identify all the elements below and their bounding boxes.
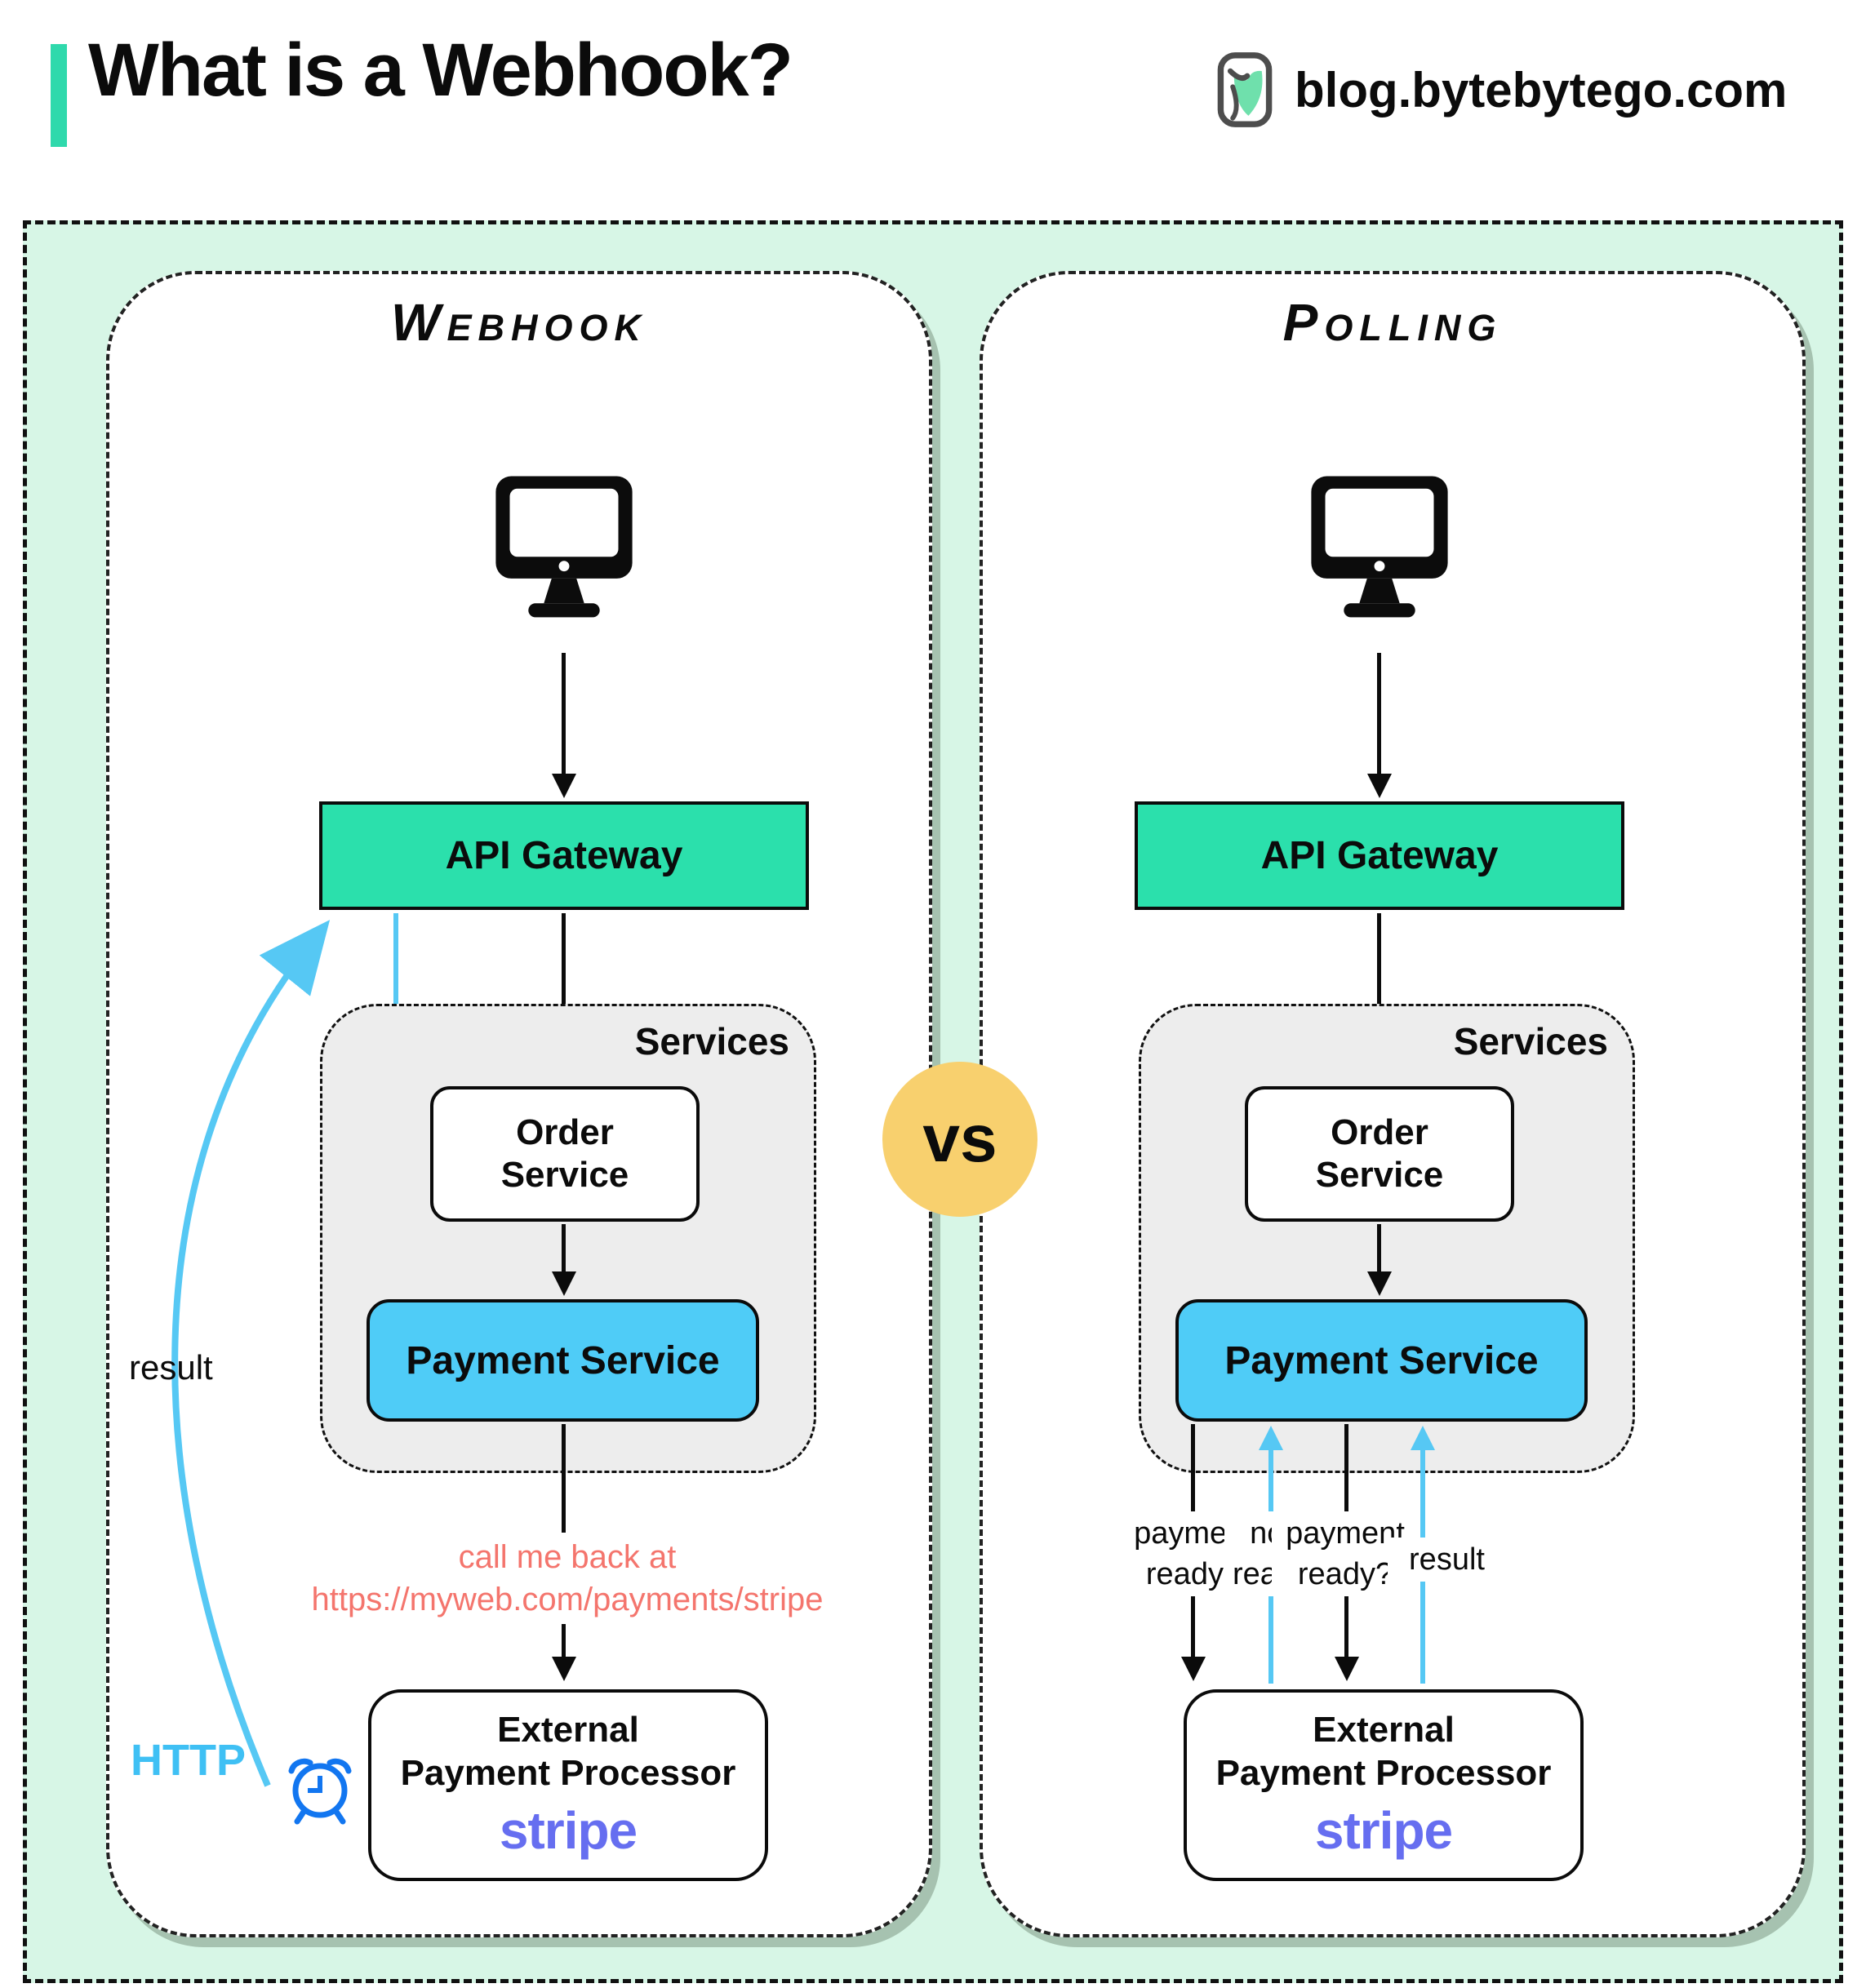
webhook-order-service-box: Order Service — [430, 1086, 700, 1222]
http-label: HTTP — [131, 1736, 246, 1785]
arrowhead-not-ready-response — [1259, 1426, 1283, 1450]
arrowhead-client-to-gateway — [1367, 774, 1392, 798]
payment-ready-label-2-line1: payment — [1286, 1516, 1405, 1551]
alarm-clock-icon — [288, 1758, 352, 1825]
polling-result-label-text: result — [1409, 1542, 1485, 1577]
webhook-services-label: Services — [634, 1020, 789, 1063]
arrow-gateway-to-order — [1377, 913, 1381, 1058]
stripe-logo: stripe — [499, 1801, 638, 1861]
order-service-line1: Order — [516, 1112, 614, 1153]
vs-badge: vs — [882, 1062, 1037, 1217]
order-service-line2: Service — [1315, 1155, 1444, 1195]
site-branding: blog.bytebytego.com — [1215, 47, 1787, 132]
order-service-line1: Order — [1331, 1112, 1428, 1153]
webhook-api-gateway-box: API Gateway — [319, 801, 809, 910]
webhook-payment-service-box: Payment Service — [367, 1299, 759, 1422]
title-accent-bar — [51, 44, 67, 147]
polling-api-gateway-box: API Gateway — [1135, 801, 1624, 910]
arrowhead-payment-ready-query-1 — [1181, 1657, 1206, 1681]
client-monitor-icon — [1311, 476, 1448, 618]
order-service-line2: Service — [500, 1155, 629, 1195]
callback-note-line2: https://myweb.com/payments/stripe — [311, 1582, 824, 1617]
payment-ready-label-2: payment ready? — [1272, 1511, 1419, 1596]
page-title: What is a Webhook? — [88, 29, 793, 112]
vs-badge-label: vs — [922, 1102, 997, 1176]
arrowhead-result-response — [1411, 1426, 1435, 1450]
webhook-panel-title: Webhook — [391, 293, 647, 352]
polling-external-line2: Payment Processor — [1215, 1753, 1552, 1794]
webhook-external-line2: Payment Processor — [400, 1753, 736, 1794]
webhook-result-label: result — [129, 1348, 213, 1387]
webhook-external-line1: External — [497, 1709, 639, 1750]
arrowhead-client-to-gateway — [552, 774, 576, 798]
arrowhead-payment-to-external — [552, 1657, 576, 1681]
webhook-api-gateway-label: API Gateway — [445, 834, 683, 877]
webhook-external-processor-box: External Payment Processor stripe — [368, 1689, 768, 1881]
polling-external-line1: External — [1313, 1709, 1455, 1750]
polling-payment-service-label: Payment Service — [1224, 1338, 1539, 1382]
arrowhead-payment-ready-query-2 — [1335, 1657, 1359, 1681]
polling-api-gateway-label: API Gateway — [1260, 834, 1499, 877]
polling-result-label: result — [1388, 1538, 1506, 1582]
polling-panel-title: Polling — [1282, 293, 1503, 352]
arrow-order-to-payment — [562, 1224, 566, 1271]
site-url: blog.bytebytego.com — [1295, 62, 1788, 118]
stripe-logo: stripe — [1314, 1801, 1453, 1861]
polling-services-label: Services — [1453, 1020, 1608, 1063]
webhook-payment-service-label: Payment Service — [406, 1338, 720, 1382]
arrow-client-to-gateway — [562, 653, 566, 775]
arrow-gateway-to-order — [562, 913, 566, 1058]
callback-note: call me back at https://myweb.com/paymen… — [241, 1533, 894, 1624]
client-monitor-icon — [495, 476, 633, 618]
polling-external-processor-box: External Payment Processor stripe — [1184, 1689, 1584, 1881]
arrowhead-order-to-payment — [552, 1271, 576, 1296]
arrow-order-to-payment — [1377, 1224, 1381, 1271]
payment-ready-label-2-line2: ready? — [1297, 1557, 1393, 1591]
arrowhead-order-to-payment — [1367, 1271, 1392, 1296]
arrow-client-to-gateway — [1377, 653, 1381, 775]
bytebytego-logo-icon — [1217, 52, 1273, 127]
polling-payment-service-box: Payment Service — [1175, 1299, 1588, 1422]
polling-order-service-box: Order Service — [1245, 1086, 1514, 1222]
callback-note-line1: call me back at — [458, 1539, 677, 1575]
